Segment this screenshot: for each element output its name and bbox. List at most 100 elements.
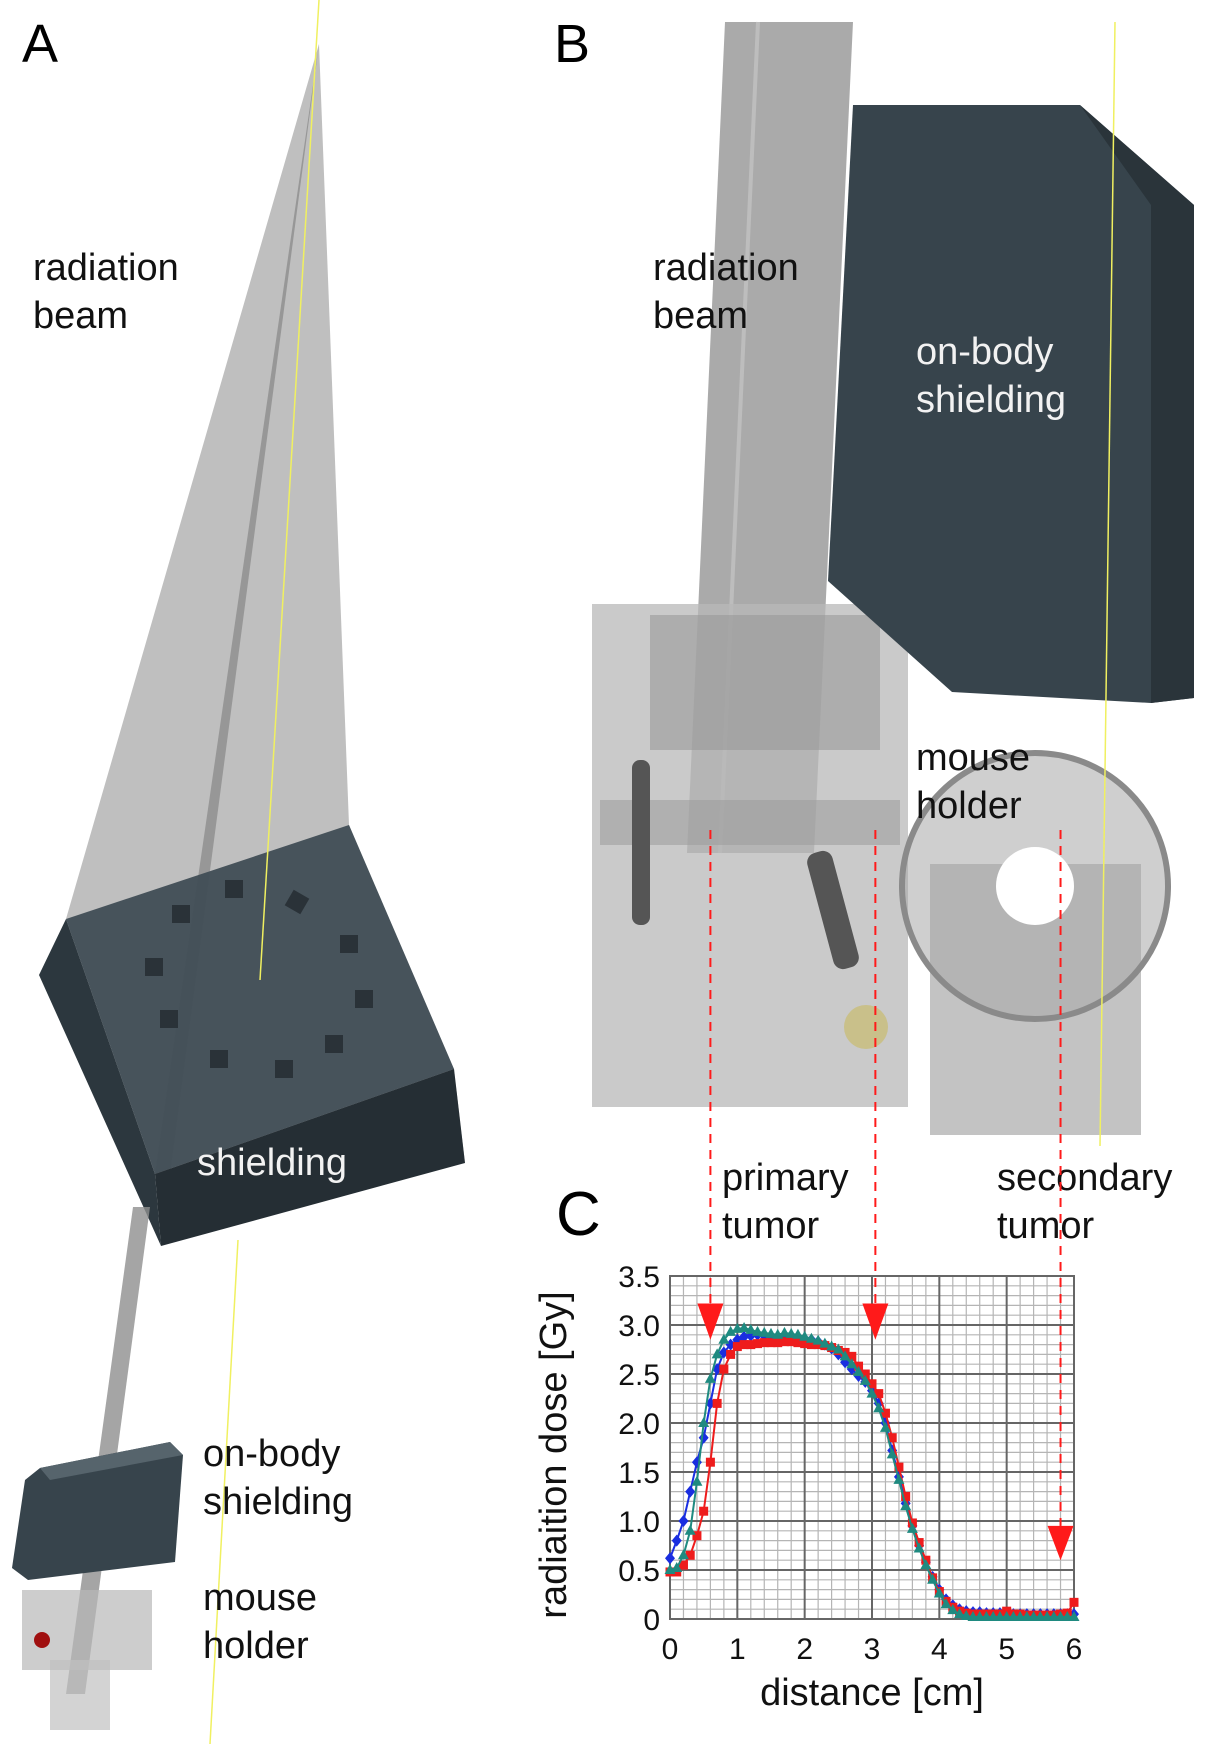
data-point-red bbox=[887, 1433, 897, 1443]
data-point-teal bbox=[799, 1330, 811, 1341]
onbody-shielding-large-side bbox=[1080, 105, 1194, 703]
data-point-teal bbox=[812, 1334, 824, 1345]
y-tick-label: 3.5 bbox=[618, 1261, 660, 1294]
beam-axis-line-lower bbox=[209, 1239, 239, 1744]
mouse-holder-hole bbox=[996, 847, 1074, 925]
data-point-teal bbox=[859, 1374, 871, 1385]
beam-axis-line bbox=[259, 0, 320, 981]
data-point-red bbox=[786, 1337, 796, 1347]
onbody-label-a-2: shielding bbox=[203, 1481, 353, 1523]
onbody-shielding-large bbox=[828, 105, 1194, 703]
chart-series bbox=[664, 1321, 1080, 1622]
data-point-red bbox=[746, 1340, 756, 1350]
primary-label-2: tumor bbox=[722, 1205, 819, 1247]
shielding-block-top bbox=[66, 825, 454, 1174]
data-point-red bbox=[726, 1349, 736, 1359]
beam-axis-line-b bbox=[1099, 21, 1116, 1147]
x-tick-label: 5 bbox=[998, 1633, 1015, 1666]
data-point-red bbox=[705, 1457, 715, 1467]
data-point-teal bbox=[792, 1328, 804, 1339]
data-point-teal bbox=[684, 1524, 696, 1535]
data-point-teal bbox=[906, 1522, 918, 1533]
data-point-red bbox=[901, 1492, 911, 1501]
x-tick-label: 6 bbox=[1066, 1633, 1083, 1666]
secondary-label-1: secondary bbox=[997, 1157, 1172, 1199]
panel-b-letter: B bbox=[554, 14, 590, 74]
data-point-teal bbox=[873, 1402, 885, 1413]
data-point-teal bbox=[698, 1417, 710, 1427]
data-point-blue bbox=[685, 1485, 696, 1498]
data-point-teal bbox=[927, 1573, 939, 1584]
panel-a: A radiation beam shielding on-body shiel… bbox=[12, 0, 465, 1744]
data-point-red bbox=[719, 1364, 729, 1374]
data-point-teal bbox=[893, 1473, 905, 1484]
data-point-blue bbox=[665, 1552, 675, 1565]
holder-label-b-2: holder bbox=[916, 785, 1022, 827]
data-point-teal bbox=[758, 1326, 770, 1337]
y-tick-label: 3.0 bbox=[618, 1310, 660, 1343]
data-point-teal bbox=[940, 1598, 952, 1609]
data-point-teal bbox=[711, 1348, 723, 1359]
x-axis-label: distance [cm] bbox=[760, 1672, 984, 1714]
data-point-teal bbox=[725, 1325, 737, 1336]
data-point-teal bbox=[866, 1387, 878, 1398]
data-point-red bbox=[874, 1389, 884, 1399]
beam-label-a-2: beam bbox=[33, 295, 128, 337]
x-tick-label: 4 bbox=[931, 1633, 948, 1666]
data-point-teal bbox=[832, 1343, 844, 1354]
data-point-red bbox=[692, 1531, 702, 1541]
data-point-teal bbox=[853, 1366, 865, 1377]
data-point-teal bbox=[785, 1327, 797, 1338]
shielding-block-front bbox=[155, 1069, 465, 1246]
x-tick-label: 3 bbox=[864, 1633, 881, 1666]
panel-b: B radiation beam on-body shielding mouse… bbox=[554, 14, 1194, 1147]
data-point-teal bbox=[960, 1610, 972, 1621]
tumor-arrow bbox=[862, 1303, 889, 1340]
data-point-red bbox=[766, 1338, 776, 1348]
beam-label-a-1: radiation bbox=[33, 247, 179, 289]
shielding-block-left bbox=[39, 919, 161, 1246]
y-tick-label: 0 bbox=[643, 1604, 660, 1637]
tumor-arrows bbox=[697, 830, 1074, 1561]
data-point-red bbox=[678, 1560, 688, 1570]
x-tick-label: 0 bbox=[662, 1633, 679, 1666]
data-point-teal bbox=[886, 1448, 898, 1459]
data-point-teal bbox=[839, 1350, 851, 1361]
x-tick-label: 1 bbox=[729, 1633, 746, 1666]
x-tick-label: 2 bbox=[796, 1633, 813, 1666]
data-point-red bbox=[800, 1339, 810, 1349]
tumor-arrow bbox=[1047, 1525, 1074, 1561]
holder-label-a-1: mouse bbox=[203, 1577, 317, 1619]
mouse-holder-small bbox=[22, 1590, 152, 1730]
y-tick-label: 1.0 bbox=[618, 1506, 660, 1539]
y-axis-label: radiaition dose [Gy] bbox=[533, 1291, 575, 1618]
onbody-label-b-1: on-body bbox=[916, 331, 1053, 373]
data-point-teal bbox=[738, 1321, 750, 1332]
data-point-teal bbox=[846, 1358, 858, 1369]
holder-screw bbox=[844, 1005, 888, 1049]
data-point-teal bbox=[826, 1340, 838, 1351]
data-point-red bbox=[773, 1338, 783, 1348]
shielding-holes bbox=[145, 880, 373, 1078]
data-point-teal bbox=[752, 1325, 764, 1336]
data-point-teal bbox=[778, 1326, 790, 1337]
data-point-red bbox=[1069, 1597, 1079, 1607]
shielding-label: shielding bbox=[197, 1142, 347, 1184]
data-point-red bbox=[685, 1550, 695, 1560]
data-point-teal bbox=[947, 1604, 959, 1615]
data-point-teal bbox=[900, 1500, 912, 1511]
secondary-label-2: tumor bbox=[997, 1205, 1094, 1247]
data-point-red bbox=[712, 1398, 722, 1408]
holder-pin-mid bbox=[807, 850, 859, 970]
data-point-red bbox=[867, 1379, 877, 1389]
data-point-teal bbox=[677, 1549, 689, 1560]
panel-c-letter: C bbox=[556, 1180, 601, 1249]
data-point-teal bbox=[920, 1559, 932, 1570]
data-point-teal bbox=[1068, 1611, 1080, 1622]
primary-label-1: primary bbox=[722, 1157, 849, 1199]
data-point-teal bbox=[745, 1323, 757, 1334]
data-point-red bbox=[732, 1342, 742, 1352]
y-tick-label: 2.0 bbox=[618, 1408, 660, 1441]
data-point-red bbox=[739, 1340, 749, 1350]
